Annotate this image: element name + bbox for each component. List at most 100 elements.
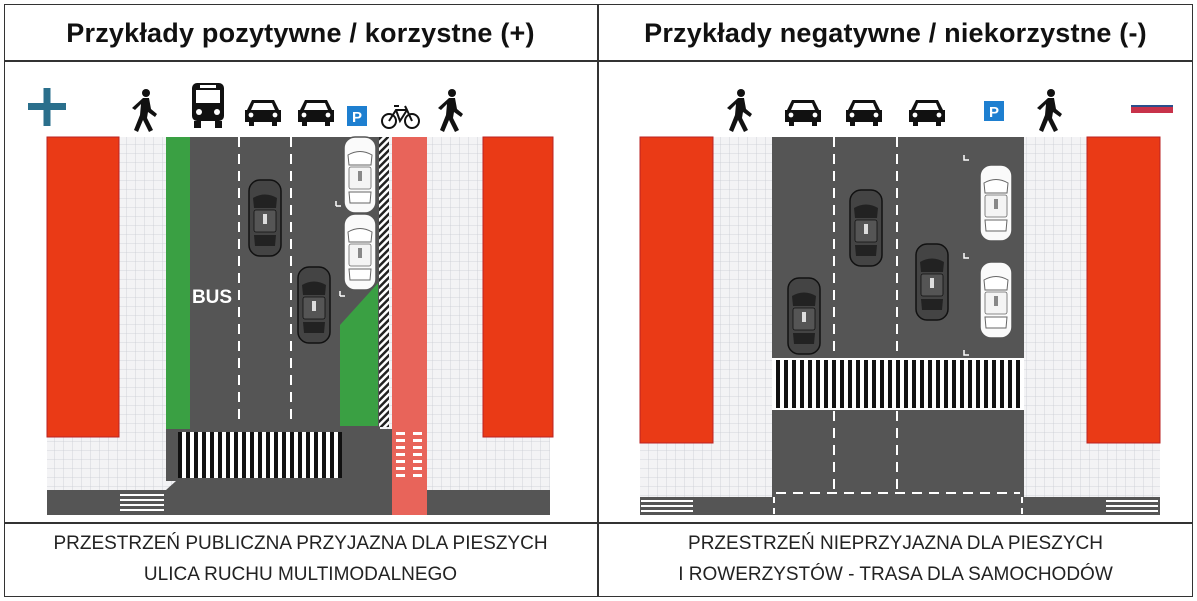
building-right bbox=[482, 136, 554, 438]
zebra-stripe bbox=[848, 360, 852, 408]
caption-divider bbox=[4, 522, 1193, 524]
zebra-stripe bbox=[968, 360, 972, 408]
bike-crossing-mark bbox=[413, 467, 422, 470]
pedestrian-icon bbox=[1037, 89, 1062, 132]
car bbox=[915, 243, 949, 321]
pedestrian-icon bbox=[132, 89, 157, 132]
zebra-stripe bbox=[1008, 360, 1012, 408]
bike-crossing-mark bbox=[413, 432, 422, 435]
small-zebra-stripe bbox=[1106, 510, 1158, 512]
zebra-stripe bbox=[242, 432, 246, 478]
zebra-stripe bbox=[792, 360, 796, 408]
negative-caption: PRZESTRZEŃ NIEPRZYJAZNA DLA PIESZYCH I R… bbox=[598, 526, 1193, 592]
bus-lane bbox=[166, 137, 190, 429]
parking-icon: P bbox=[347, 106, 367, 126]
car bbox=[248, 179, 282, 257]
zebra-stripe bbox=[1000, 360, 1004, 408]
building-right bbox=[1086, 136, 1161, 444]
green-island bbox=[340, 283, 378, 426]
zebra-stripe bbox=[178, 432, 182, 478]
zebra-stripe bbox=[338, 432, 342, 478]
zebra-stripe bbox=[952, 360, 956, 408]
zebra-stripe bbox=[888, 360, 892, 408]
parked-car bbox=[979, 164, 1013, 242]
small-zebra-stripe bbox=[120, 494, 164, 496]
bike-crossing-mark bbox=[396, 453, 405, 456]
zebra-stripe bbox=[266, 432, 270, 478]
zebra-stripe bbox=[896, 360, 900, 408]
small-zebra bbox=[641, 500, 1158, 512]
bike-crossing-mark bbox=[396, 460, 405, 463]
zebra-stripe bbox=[976, 360, 980, 408]
bike-crossing-mark bbox=[396, 446, 405, 449]
zebra-stripe bbox=[960, 360, 964, 408]
zebra-stripe bbox=[330, 432, 334, 478]
small-zebra-stripe bbox=[641, 510, 693, 512]
cross-street bbox=[47, 490, 550, 515]
small-zebra-stripe bbox=[120, 499, 164, 501]
negative-panel-title: Przykłady negatywne / niekorzystne (-) bbox=[644, 17, 1147, 48]
bike-crossing-mark bbox=[396, 474, 405, 477]
bike-crossing-mark bbox=[413, 439, 422, 442]
car-icon bbox=[846, 100, 882, 126]
small-zebra-stripe bbox=[641, 505, 693, 507]
positive-caption-line1: PRZESTRZEŃ PUBLICZNA PRZYJAZNA DLA PIESZ… bbox=[53, 533, 548, 554]
zebra-stripe bbox=[920, 360, 924, 408]
zebra-stripe bbox=[856, 360, 860, 408]
zebra-stripe bbox=[314, 432, 318, 478]
small-zebra-stripe bbox=[120, 509, 164, 511]
zebra-stripe bbox=[840, 360, 844, 408]
zebra-stripe bbox=[808, 360, 812, 408]
positive-street-diagram: BUS bbox=[46, 136, 554, 515]
zebra-stripe bbox=[202, 432, 206, 478]
small-zebra bbox=[120, 494, 164, 511]
pedestrian-icon bbox=[727, 89, 752, 132]
zebra-stripe bbox=[250, 432, 254, 478]
zebra-stripe bbox=[210, 432, 214, 478]
bike-crossing-mark bbox=[396, 432, 405, 435]
negative-caption-line1: PRZESTRZEŃ NIEPRZYJAZNA DLA PIESZYCH bbox=[688, 533, 1103, 554]
car-icon bbox=[245, 100, 281, 126]
positive-panel-title: Przykłady pozytywne / korzystne (+) bbox=[66, 17, 535, 48]
zebra-stripe bbox=[258, 432, 262, 478]
building-left bbox=[46, 136, 120, 438]
parked-car bbox=[979, 261, 1013, 339]
car-icon bbox=[909, 100, 945, 126]
zebra-stripe bbox=[218, 432, 222, 478]
parked-car bbox=[343, 136, 377, 214]
zebra-stripe bbox=[226, 432, 230, 478]
zebra-stripe bbox=[944, 360, 948, 408]
bus-lane-label: BUS bbox=[192, 287, 232, 308]
bike-lane bbox=[392, 137, 427, 429]
bike-crossing-mark bbox=[413, 460, 422, 463]
car-icon bbox=[785, 100, 821, 126]
car bbox=[787, 277, 821, 355]
svg-text:P: P bbox=[989, 104, 999, 121]
zebra-stripe bbox=[872, 360, 876, 408]
car-icon bbox=[298, 100, 334, 126]
zebra-stripe bbox=[234, 432, 238, 478]
zebra-stripe bbox=[864, 360, 868, 408]
pedestrian-icon bbox=[438, 89, 463, 132]
header-divider bbox=[4, 60, 1193, 62]
zebra-stripe bbox=[306, 432, 310, 478]
zebra-stripe bbox=[928, 360, 932, 408]
zebra-stripe bbox=[800, 360, 804, 408]
small-zebra-stripe bbox=[1106, 505, 1158, 507]
zebra-stripe bbox=[784, 360, 788, 408]
zebra-stripe bbox=[290, 432, 294, 478]
zebra-stripe bbox=[832, 360, 836, 408]
zebra-stripe bbox=[936, 360, 940, 408]
zebra-stripe bbox=[776, 360, 780, 408]
building-left bbox=[639, 136, 714, 444]
panel-divider bbox=[597, 4, 599, 597]
zebra-stripe bbox=[880, 360, 884, 408]
zebra-crossing bbox=[178, 432, 342, 478]
car bbox=[297, 266, 331, 344]
zebra-stripe bbox=[186, 432, 190, 478]
bus-icon bbox=[192, 83, 224, 128]
cross-street bbox=[640, 489, 1160, 515]
bike-crossing-mark bbox=[396, 467, 405, 470]
svg-text:P: P bbox=[352, 109, 362, 126]
